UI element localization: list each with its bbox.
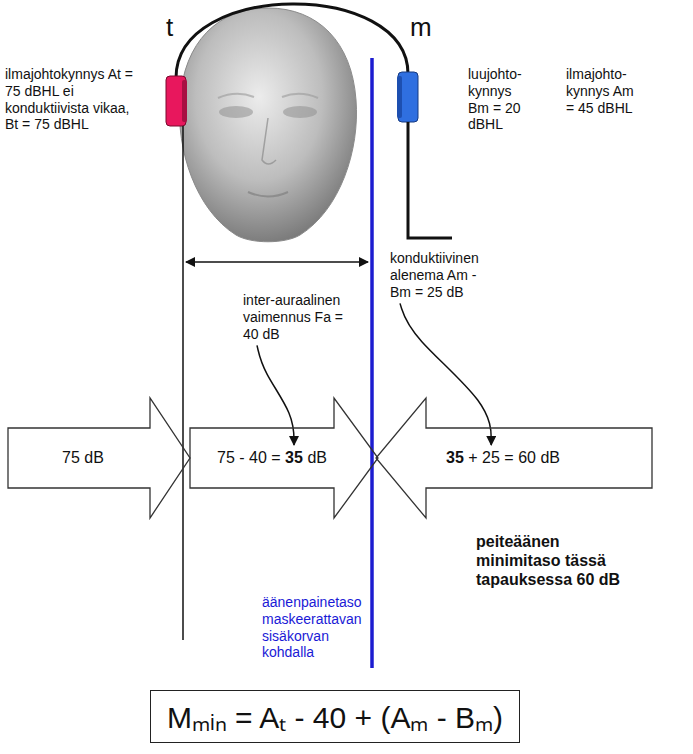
ear-letter: m (410, 12, 444, 43)
eye (283, 106, 317, 118)
threshold-note: luujohto- kynnys Bm = 20 dBHL (468, 66, 534, 133)
text-holder: Mₘᵢₙ = Aₜ - 40 + (Aₘ - Bₘ) (167, 696, 503, 737)
attenuation-note: inter-auraalinen vaimennus Fa = 40 dB (243, 292, 361, 342)
arrow-outline-path (190, 398, 378, 518)
right-earcup (398, 72, 418, 122)
arrow-shape: 75 dB (8, 398, 190, 518)
headphone-cable (408, 122, 452, 238)
loss-note: konduktiivinen alenema Am - Bm = 25 dB (390, 250, 490, 300)
attenuation-span-arrow (186, 261, 368, 263)
eye (219, 106, 253, 118)
arrow-value: 75 - 40 = (217, 449, 281, 467)
threshold-note: ilmajohtokynnys At = 75 dBHL ei kondukti… (5, 66, 137, 133)
right-earcup-pad (397, 76, 402, 118)
text-holder: 75 - 40 =35dB (190, 428, 354, 488)
arrow-value: + 25 = 60 dB (468, 449, 560, 467)
threshold-note: ilmajohto- kynnys Am = 45 dBHL (566, 66, 636, 116)
brow (218, 94, 318, 98)
left-earcup (166, 76, 186, 126)
result-note: peiteäänen minimitaso tässä tapauksessa … (476, 532, 626, 590)
inner-ear-line (370, 58, 374, 668)
inner-ear-note: äänenpainetaso maskeerattavan sisäkorvan… (262, 594, 370, 661)
arrow-value: 75 dB (62, 449, 104, 467)
arrow-value: 35 (285, 449, 303, 467)
arrow-shape: 35+ 25 = 60 dB (376, 398, 652, 518)
left-ear-line (182, 126, 184, 640)
formula-text: Mₘᵢₙ = Aₜ - 40 + (Aₘ - Bₘ) (167, 696, 503, 737)
arrow-outline-path (376, 398, 652, 518)
left-earcup-pad (182, 80, 187, 122)
text-holder: 75 dB (8, 428, 158, 488)
arrow-outline-path (8, 398, 190, 518)
face (179, 8, 356, 242)
text-holder: 35+ 25 = 60 dB (416, 428, 590, 488)
arrow-shape: 75 - 40 =35dB (190, 398, 378, 518)
leader-arrow (400, 303, 491, 445)
mouth (248, 192, 288, 197)
ear-letter: t (166, 12, 196, 43)
arrow-value: dB (307, 449, 327, 467)
formula-box: Mₘᵢₙ = Aₜ - 40 + (Aₘ - Bₘ) (150, 690, 520, 743)
leader-arrow (257, 345, 294, 445)
nose (262, 118, 276, 164)
arrow-value: 35 (446, 449, 464, 467)
